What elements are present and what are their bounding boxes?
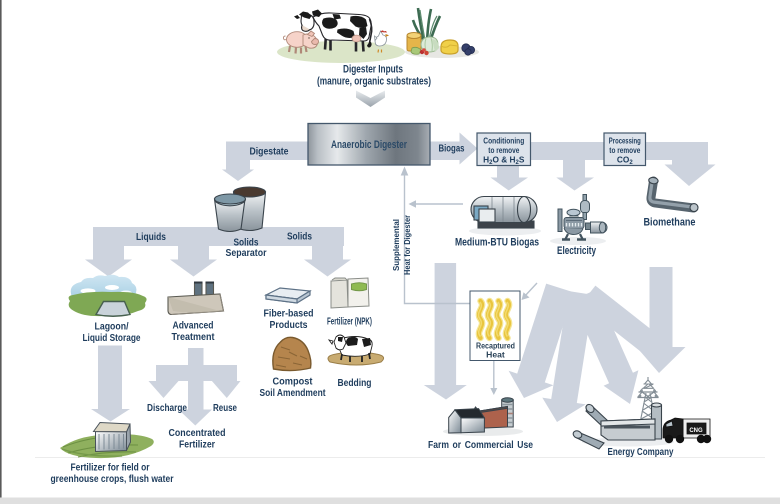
svg-text:Fiber-based: Fiber-based xyxy=(264,308,314,320)
svg-text:Liquids: Liquids xyxy=(136,231,166,243)
svg-text:Separator: Separator xyxy=(226,247,267,259)
svg-text:Products: Products xyxy=(270,319,308,331)
svg-text:Reuse: Reuse xyxy=(213,402,237,414)
svg-text:H2O & H2S: H2O & H2S xyxy=(483,155,525,167)
svg-text:to remove: to remove xyxy=(609,145,640,155)
svg-text:Advanced: Advanced xyxy=(173,320,214,332)
svg-text:Concentrated: Concentrated xyxy=(169,427,226,439)
svg-text:CO2: CO2 xyxy=(617,155,633,167)
svg-text:Conditioning: Conditioning xyxy=(483,136,524,146)
svg-text:Heat: Heat xyxy=(486,350,505,360)
svg-text:Anaerobic Digester: Anaerobic Digester xyxy=(331,139,407,151)
svg-text:Recaptured: Recaptured xyxy=(476,341,515,351)
svg-text:Compost: Compost xyxy=(273,376,313,388)
svg-text:Digestate: Digestate xyxy=(250,146,289,158)
svg-text:Supplemental: Supplemental xyxy=(391,219,401,271)
svg-text:Solids: Solids xyxy=(234,237,259,249)
svg-text:Discharge: Discharge xyxy=(147,402,187,414)
svg-text:Lagoon/: Lagoon/ xyxy=(95,321,129,333)
svg-text:Fertilizer (NPK): Fertilizer (NPK) xyxy=(327,316,372,328)
svg-text:Energy Company: Energy Company xyxy=(608,446,674,458)
svg-text:Digester Inputs: Digester Inputs xyxy=(343,64,403,76)
svg-text:Biomethane: Biomethane xyxy=(644,217,696,229)
svg-text:Farm or Commercial Use: Farm or Commercial Use xyxy=(428,439,533,451)
svg-text:CNG: CNG xyxy=(689,428,703,434)
svg-text:Processing: Processing xyxy=(609,136,641,146)
svg-text:greenhouse crops, flush water: greenhouse crops, flush water xyxy=(51,473,174,485)
svg-text:Medium-BTU Biogas: Medium-BTU Biogas xyxy=(455,237,539,249)
svg-text:Electricity: Electricity xyxy=(557,245,597,257)
svg-text:to remove: to remove xyxy=(488,145,519,155)
svg-text:Heat for Digester: Heat for Digester xyxy=(402,214,412,275)
svg-text:Solids: Solids xyxy=(287,231,312,243)
svg-text:Fertilizer: Fertilizer xyxy=(179,439,215,451)
svg-text:Bedding: Bedding xyxy=(338,377,372,389)
svg-text:Biogas: Biogas xyxy=(439,143,465,155)
svg-text:Liquid Storage: Liquid Storage xyxy=(83,332,141,344)
svg-text:(manure, organic substrates): (manure, organic substrates) xyxy=(317,76,431,88)
svg-text:Fertilizer for field or: Fertilizer for field or xyxy=(71,462,150,474)
svg-text:Treatment: Treatment xyxy=(172,331,215,343)
svg-text:Soil Amendment: Soil Amendment xyxy=(260,387,326,399)
